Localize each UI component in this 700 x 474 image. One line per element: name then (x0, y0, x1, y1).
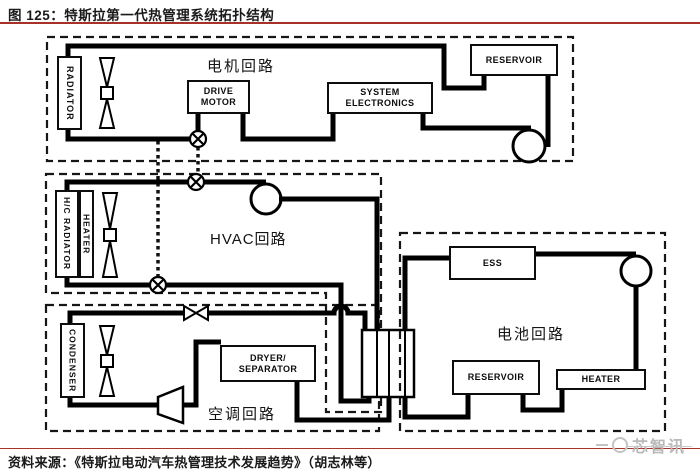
watermark-circle-icon (612, 437, 628, 453)
ess-label: ESS (482, 257, 503, 268)
hc-radiator-box: H/C RADIATOR (55, 190, 79, 278)
hvac-loop-boundary (44, 172, 383, 414)
watermark-line (596, 444, 608, 446)
drive-motor-label-line2: MOTOR (200, 97, 237, 107)
figure-title: 图 125：特斯拉第一代热管理系统拓扑结构 (8, 8, 275, 23)
motor-pipe-bottom (65, 126, 190, 142)
watermark-logo: 芯智讯 (596, 433, 693, 457)
hvac-pipe-bottom-left (64, 276, 150, 288)
hvac-pump-icon (249, 182, 283, 216)
system-electronics-label-line2: ELECTRONICS (345, 98, 415, 108)
radiator-box: RADIATOR (57, 56, 82, 130)
hvac-top-valve-icon (186, 172, 206, 192)
drive-motor-label-line1: DRIVE (203, 86, 234, 97)
dryer-separator-label-line2: SEPARATOR (238, 363, 298, 374)
fans (98, 57, 119, 397)
ac-pipe-cond-top (67, 310, 184, 325)
ac-loop-label: 空调回路 (208, 406, 277, 423)
battery-reservoir-box: RESERVOIR (452, 360, 540, 395)
drive-motor-box: DRIVE MOTOR (187, 80, 250, 114)
motor-fan-icon (98, 57, 116, 129)
battery-loop-label: 电池回路 (497, 326, 566, 343)
hvac-heater-label: HEATER (81, 213, 92, 255)
battery-pipe-ess-chiller (402, 255, 449, 332)
dotted-links (156, 141, 200, 277)
system-electronics-box: SYSTEM ELECTRONICS (327, 82, 433, 114)
hc-radiator-label: H/C RADIATOR (62, 197, 73, 271)
radiator-label: RADIATOR (64, 65, 75, 121)
hvac-heater-box: HEATER (79, 190, 94, 278)
battery-heater-box: HEATER (556, 369, 646, 390)
source-line: 资料来源：《特斯拉电动汽车热管理技术发展趋势》（胡志林等） (8, 455, 381, 470)
hvac-fan-icon (101, 192, 119, 278)
ac-pipe-dryer-chiller (294, 380, 392, 423)
motor-pipe-top (65, 43, 487, 91)
motor-pipe-to-pump (420, 112, 531, 131)
battery-pipe-chiller-reservoir (402, 393, 471, 420)
hvac-loop-label: HVAC回路 (210, 231, 287, 248)
ac-pipe-to-chiller (208, 303, 368, 332)
battery-pump-icon (619, 254, 653, 288)
hvac-pipe-return (166, 282, 372, 404)
motor-pipe-mid (240, 112, 336, 142)
compressor-icon (156, 385, 185, 425)
condenser-label: CONDENSER (67, 328, 78, 393)
battery-reservoir-label: RESERVOIR (467, 372, 525, 383)
motor-loop-boundary (45, 35, 575, 163)
ac-fan-icon (98, 325, 116, 397)
dryer-separator-box: DRYER/ SEPARATOR (220, 345, 316, 382)
ess-box: ESS (449, 246, 536, 280)
hvac-bottom-valve-icon (148, 275, 168, 295)
chiller-icon (360, 328, 416, 399)
pumps (249, 128, 653, 288)
ac-pipe-comp-dryer (183, 339, 221, 408)
valves (148, 129, 208, 295)
title-divider (0, 22, 700, 24)
motor-valve-icon (188, 129, 208, 149)
motor-pump-icon (511, 128, 547, 164)
system-electronics-label-line1: SYSTEM (360, 87, 400, 98)
expansion-valve-icon (183, 304, 209, 322)
condenser-box: CONDENSER (60, 323, 85, 398)
motor-reservoir-label: RESERVOIR (485, 54, 543, 65)
hvac-pipe-supply (279, 196, 380, 332)
battery-heater-label: HEATER (581, 374, 621, 385)
motor-loop-label: 电机回路 (207, 58, 276, 75)
battery-pipe-reservoir-heater (520, 388, 565, 413)
footer-divider (0, 448, 700, 449)
dryer-separator-label-line1: DRYER/ (249, 352, 287, 363)
motor-reservoir-box: RESERVOIR (470, 44, 558, 76)
watermark-text: 芯智讯 (625, 433, 693, 457)
ac-pipe-cond-bottom (67, 396, 158, 408)
